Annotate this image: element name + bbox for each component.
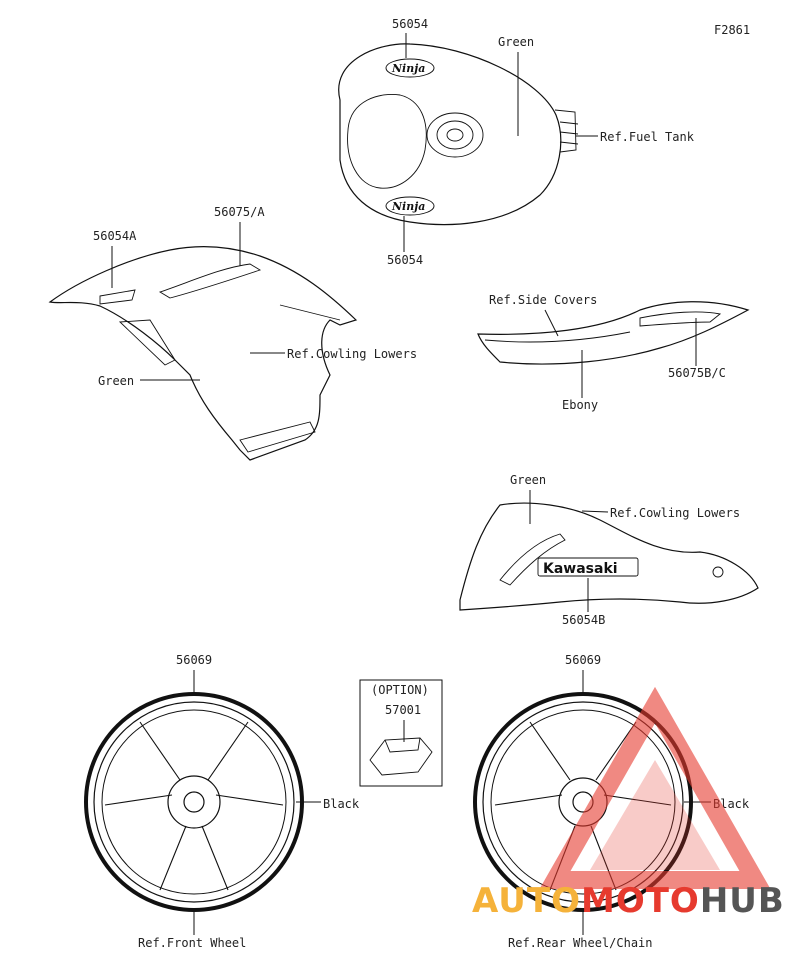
label-ref-front-wheel: Ref.Front Wheel — [138, 936, 246, 950]
ninja-decal-bottom: Ninja — [385, 196, 435, 216]
lower-cowling-drawing: Kawasaki — [459, 502, 759, 611]
svg-text:Ninja: Ninja — [391, 200, 425, 213]
watermark-part3: HUB — [700, 881, 785, 921]
figure-id: F2861 — [714, 23, 750, 37]
option-box — [359, 679, 443, 787]
label-cowl-color: Green — [98, 374, 134, 388]
label-tank-bottom-part: 56054 — [387, 253, 423, 267]
label-front-wheel-color: Black — [323, 797, 360, 811]
label-front-wheel-part: 56069 — [176, 653, 212, 667]
watermark-logo — [539, 686, 771, 889]
fuel-tank-drawing — [338, 43, 579, 226]
label-lower-color: Green — [510, 473, 546, 487]
label-lower-part: 56054B — [562, 613, 605, 627]
label-tank-top-part: 56054 — [392, 17, 428, 31]
label-ref-side-covers: Ref.Side Covers — [489, 293, 597, 307]
label-ref-cowling-lowers-2: Ref.Cowling Lowers — [610, 506, 740, 520]
label-option-header: (OPTION) — [371, 683, 429, 697]
label-tank-color: Green — [498, 35, 534, 49]
ninja-decal-top: Ninja — [385, 58, 435, 78]
label-rear-wheel-part: 56069 — [565, 653, 601, 667]
watermark-text: AUTOMOTOHUB — [472, 881, 785, 921]
svg-text:Kawasaki: Kawasaki — [543, 561, 618, 577]
label-ref-cowling-lowers-1: Ref.Cowling Lowers — [287, 347, 417, 361]
label-side-color: Ebony — [562, 398, 598, 412]
svg-text:Ninja: Ninja — [391, 62, 425, 75]
watermark-part1: AUTO — [472, 881, 581, 921]
label-option-part: 57001 — [385, 703, 421, 717]
label-side-part: 56075B/C — [668, 366, 726, 380]
watermark-part2: MOTO — [581, 881, 700, 921]
label-ref-rear-wheel: Ref.Rear Wheel/Chain — [508, 936, 653, 950]
label-ref-fuel-tank: Ref.Fuel Tank — [600, 130, 695, 144]
label-cowl-part-b: 56075/A — [214, 205, 265, 219]
label-cowl-part-a: 56054A — [93, 229, 137, 243]
cowling-drawing — [48, 246, 358, 461]
front-wheel-drawing — [84, 692, 304, 912]
side-cover-drawing — [477, 301, 750, 365]
